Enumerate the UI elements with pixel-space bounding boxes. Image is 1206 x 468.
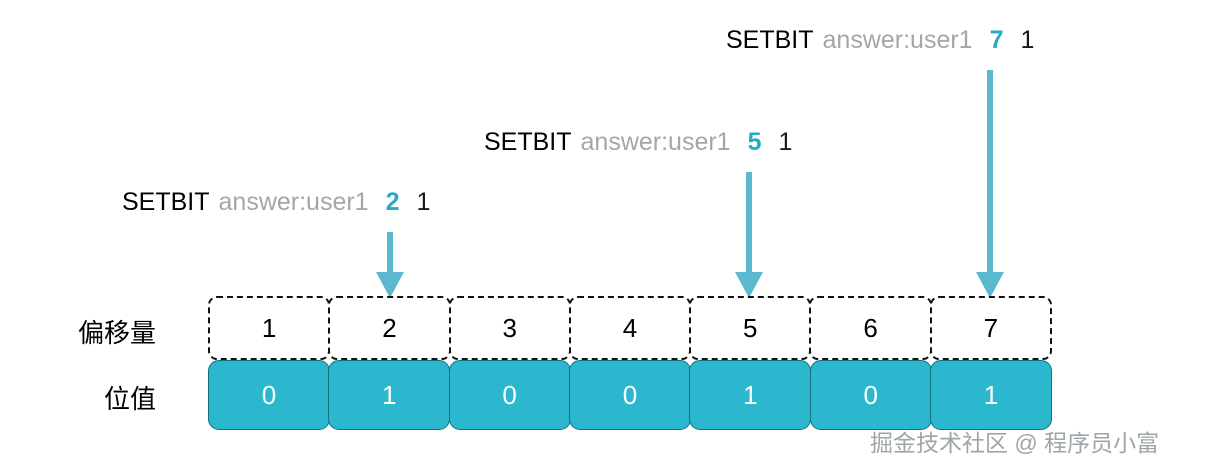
setbit-key: answer:user1 bbox=[822, 26, 973, 54]
arrow-to-offset-2-icon bbox=[376, 232, 404, 298]
offset-cell[interactable]: 6 bbox=[809, 296, 932, 360]
setbit-keyword: SETBIT bbox=[122, 188, 210, 216]
bit-cell[interactable]: 1 bbox=[930, 360, 1053, 430]
offset-cell[interactable]: 4 bbox=[568, 296, 692, 360]
setbit-value: 1 bbox=[1020, 26, 1035, 54]
bit-cell[interactable]: 0 bbox=[448, 360, 571, 430]
bit-cell[interactable]: 1 bbox=[689, 360, 812, 430]
setbit-value: 1 bbox=[778, 128, 793, 156]
setbit-offset: 7 bbox=[989, 26, 1004, 54]
offset-cell[interactable]: 7 bbox=[929, 296, 1052, 360]
bitmap-table: 1 2 3 4 5 6 7 0 1 0 0 1 0 1 bbox=[208, 296, 1053, 430]
watermark: 掘金技术社区 @ 程序员小富 bbox=[870, 430, 1160, 456]
bit-cell[interactable]: 1 bbox=[328, 360, 451, 430]
offset-cell[interactable]: 3 bbox=[448, 296, 571, 360]
row-label-offset: 偏移量 bbox=[77, 318, 156, 348]
offset-cell[interactable]: 1 bbox=[208, 296, 331, 360]
setbit-key: answer:user1 bbox=[580, 128, 731, 156]
bit-cell[interactable]: 0 bbox=[809, 360, 932, 430]
offset-cell[interactable]: 5 bbox=[689, 296, 812, 360]
arrow-to-offset-5-icon bbox=[735, 172, 763, 298]
bitvalue-row: 0 1 0 0 1 0 1 bbox=[208, 360, 1053, 430]
setbit-value: 1 bbox=[416, 188, 431, 216]
setbit-keyword: SETBIT bbox=[726, 26, 814, 54]
setbit-offset: 5 bbox=[747, 128, 762, 156]
row-label-bitvalue: 位值 bbox=[103, 384, 156, 414]
offset-row: 1 2 3 4 5 6 7 bbox=[208, 296, 1052, 360]
bit-cell[interactable]: 0 bbox=[208, 360, 330, 430]
bit-cell[interactable]: 0 bbox=[569, 360, 691, 430]
offset-cell[interactable]: 2 bbox=[328, 296, 451, 360]
arrow-to-offset-7-icon bbox=[976, 70, 1004, 298]
setbit-offset: 2 bbox=[385, 188, 400, 216]
setbit-keyword: SETBIT bbox=[484, 128, 572, 156]
setbit-key: answer:user1 bbox=[218, 188, 369, 216]
